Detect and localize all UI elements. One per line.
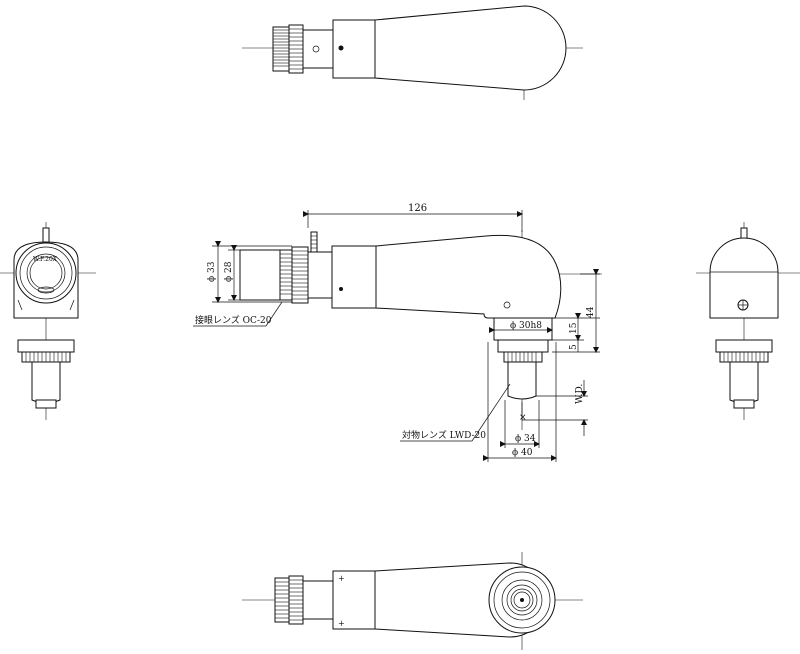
dim-phi-34: ϕ 34: [515, 434, 536, 444]
dim-126: 126: [408, 203, 427, 214]
top-view: [242, 5, 583, 100]
bottom-collar: [302, 580, 334, 620]
left-objective: [31, 361, 61, 404]
dim-wd: W.D.: [575, 384, 585, 404]
eyepiece-label: 接眼レンズ OC-20: [195, 314, 272, 326]
dim-phi-30h8: ϕ 30h8: [510, 321, 542, 331]
objective-label: 対物レンズ LWD-20: [402, 429, 486, 441]
left-set-screw: [42, 227, 50, 243]
right-body: [709, 237, 779, 319]
bottom-body: [332, 570, 376, 630]
top-screw-icon: [338, 45, 344, 51]
set-screw: [310, 231, 318, 253]
left-lens: [26, 253, 66, 293]
front-view: × 126 ϕ 33 ϕ 28 接眼レンズ OC-20 ϕ 30h8 15: [193, 203, 602, 462]
bottom-lens: [513, 591, 531, 609]
bottom-eyepiece-knurl: [274, 577, 290, 623]
dim-15: 15: [569, 322, 579, 334]
right-objective: [729, 361, 759, 404]
dim-5: 5: [569, 344, 579, 350]
elbow-arm: [375, 234, 562, 319]
right-side-view: [696, 222, 800, 420]
eyepiece-collar: [307, 251, 333, 299]
left-engraving: W.F.20X: [33, 256, 58, 263]
svg-text:+: +: [338, 574, 345, 583]
top-collar: [302, 29, 334, 69]
bottom-view: + +: [242, 552, 583, 650]
svg-text:×: ×: [519, 413, 527, 423]
dim-phi-28: ϕ 28: [224, 261, 234, 282]
dim-phi-33: ϕ 33: [207, 261, 217, 282]
left-knurl-ring: [15, 242, 77, 304]
eyepiece-barrel: [239, 249, 281, 301]
dim-44: 44: [586, 306, 596, 318]
left-mount: [17, 339, 75, 353]
front-screw-icon: [339, 287, 343, 291]
top-eyepiece-knurl: [272, 26, 290, 72]
right-mount: [715, 339, 773, 353]
dim-phi-40: ϕ 40: [512, 448, 533, 458]
front-body: [331, 245, 377, 309]
top-arm: [374, 5, 567, 91]
svg-text:+: +: [338, 619, 345, 628]
left-side-view: W.F.20X: [0, 222, 96, 420]
objective-lens: [507, 361, 537, 400]
